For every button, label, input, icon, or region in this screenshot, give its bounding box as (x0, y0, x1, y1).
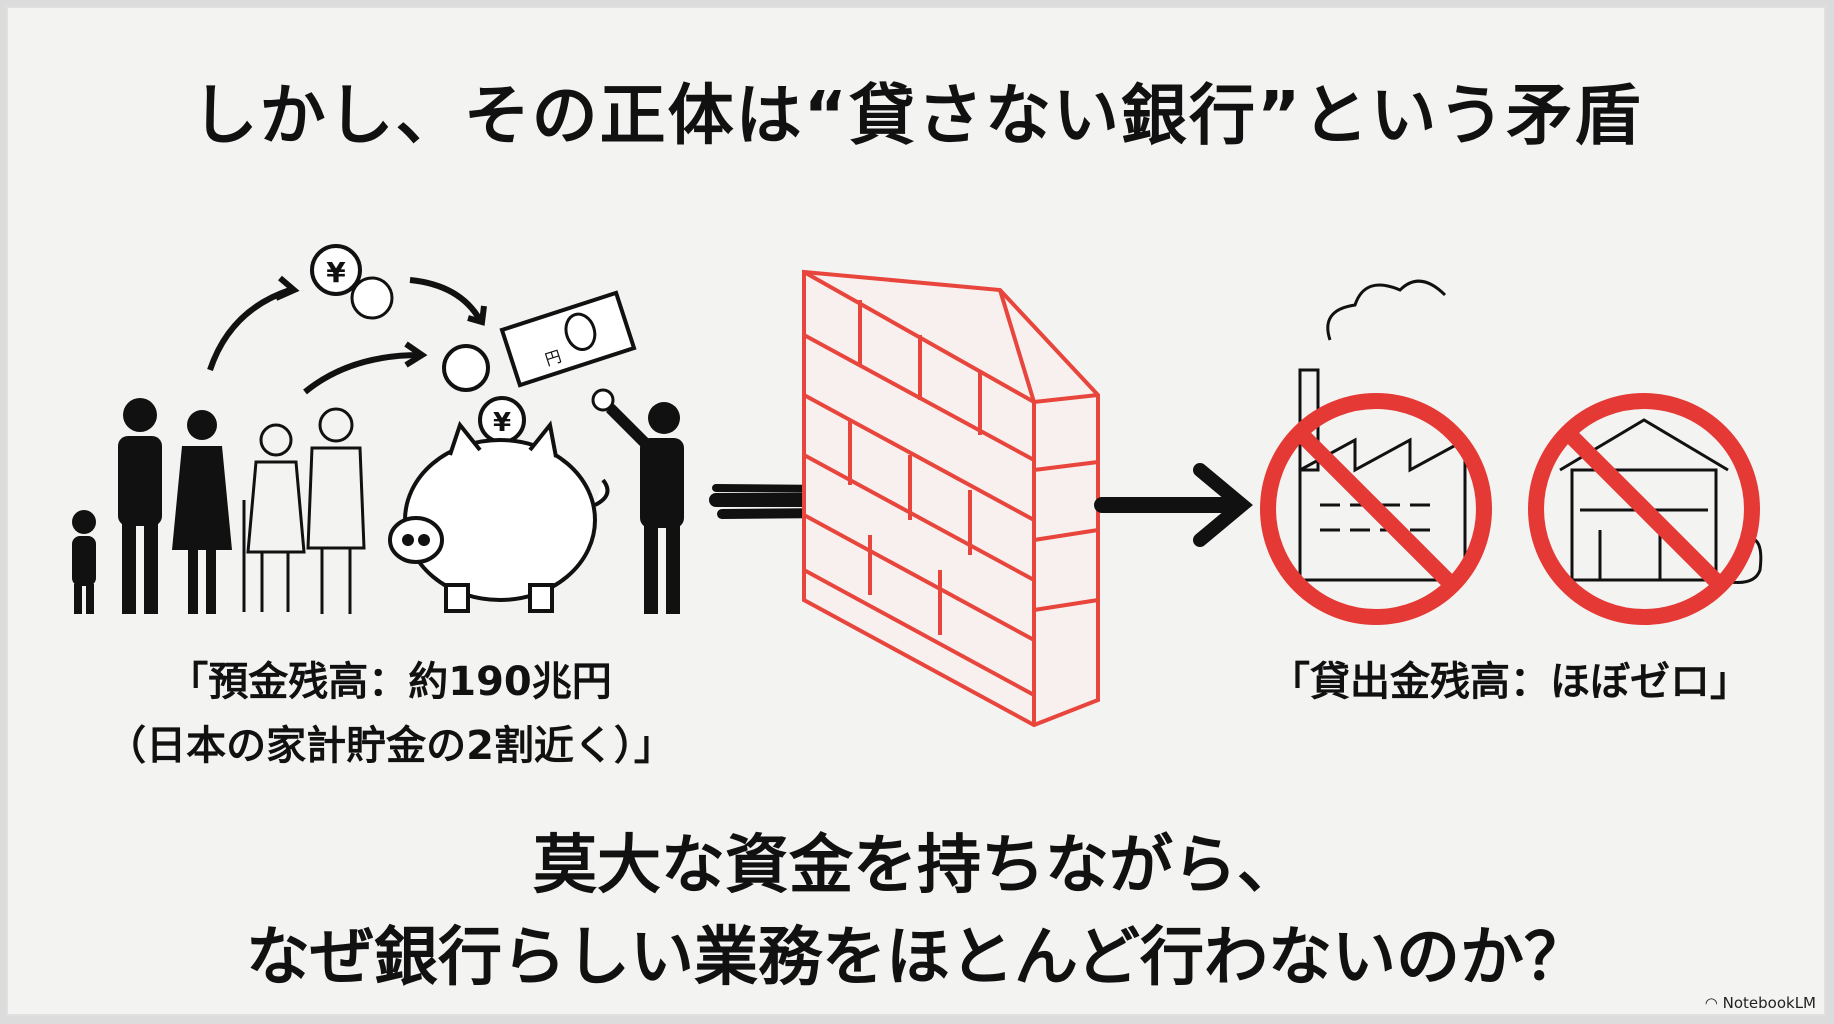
brick-wall-icon (802, 269, 1100, 728)
bottom-question: 莫大な資金を持ちながら、 なぜ銀行らしい業務をほとんど行わないのか？ (0, 820, 1834, 1004)
elderly-couple-icon (242, 407, 366, 614)
watermark-text: NotebookLM (1722, 994, 1816, 1012)
banknote-icon: 円 (499, 290, 637, 388)
deposit-caption-line1: 「預金残高：約190兆円 (168, 659, 612, 705)
banknote-label: 円 (543, 347, 564, 370)
prohibit-factory-slash (1294, 427, 1458, 591)
yen-coin-icon: ¥ ¥ (310, 244, 615, 444)
coin-symbol: ¥ (493, 408, 511, 438)
piggy-bank-icon (388, 420, 610, 613)
deposit-caption-line2: （日本の家計貯金の2割近く）」 (106, 723, 674, 769)
bottom-line2: なぜ銀行らしい業務をほとんど行わないのか？ (245, 921, 1589, 995)
coin-symbol: ¥ (326, 256, 346, 289)
family-icon (72, 398, 232, 614)
arrow-right-icon (1094, 463, 1253, 547)
deposit-caption: 「預金残高：約190兆円 （日本の家計貯金の2割近く）」 (70, 650, 710, 778)
slide-title: しかし、その正体は“貸さない銀行”という矛盾 (191, 77, 1643, 154)
bottom-line1: 莫大な資金を持ちながら、 (533, 829, 1301, 903)
person-icon (606, 402, 684, 614)
loan-caption: 「貸出金残高：ほぼゼロ」 (1270, 659, 1750, 705)
prohibit-factory-icon (1260, 393, 1492, 625)
prohibit-house-icon (1528, 393, 1760, 625)
prohibit-house-slash (1562, 427, 1726, 591)
notebooklm-watermark: ◠ NotebookLM (1705, 994, 1816, 1012)
curved-arrow-icon (207, 275, 487, 395)
notebooklm-logo-icon: ◠ (1704, 994, 1723, 1012)
